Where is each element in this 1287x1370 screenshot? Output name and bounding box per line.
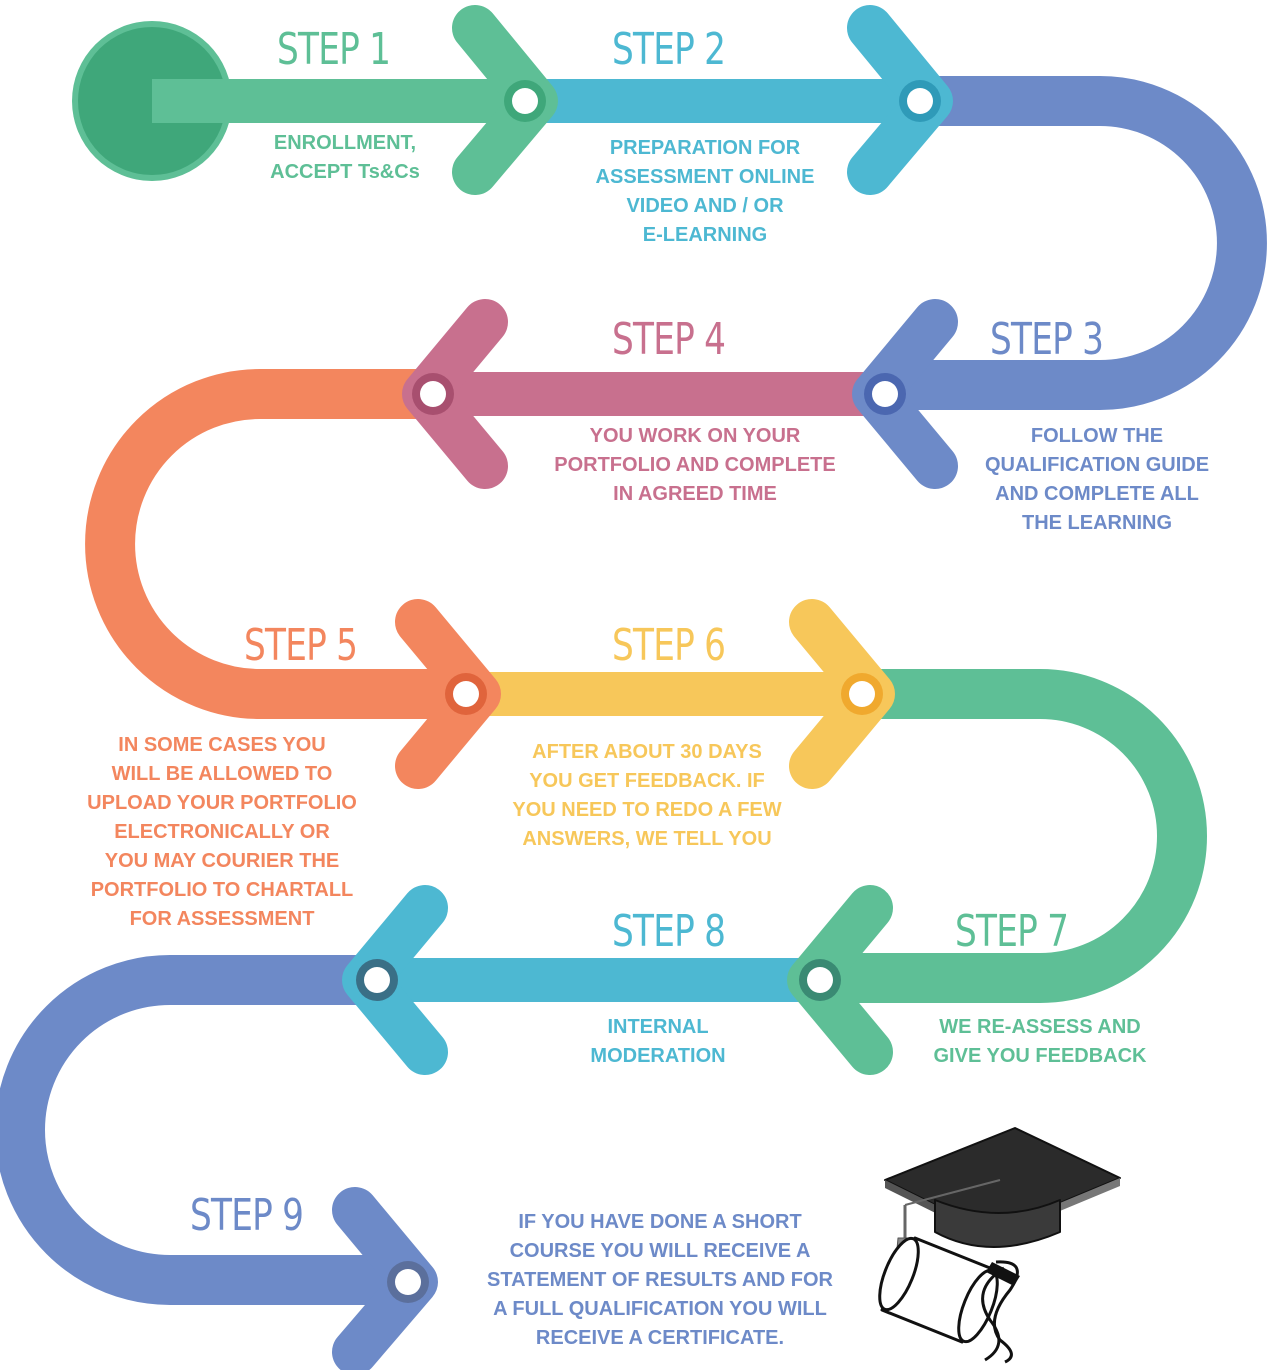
step-1-description: ENROLLMENT, ACCEPT Ts&Cs: [220, 129, 470, 187]
step-5-line: YOU MAY COURIER THE: [104, 850, 340, 872]
step-2-line: VIDEO AND / OR: [626, 195, 784, 217]
step-4-line: PORTFOLIO AND COMPLETE: [554, 454, 836, 476]
step-3-title: STEP 3: [990, 314, 1104, 365]
step-5-line: FOR ASSESSMENT: [129, 908, 315, 930]
step-2-description: PREPARATION FOR ASSESSMENT ONLINE VIDEO …: [565, 134, 845, 250]
step-7-line: GIVE YOU FEEDBACK: [933, 1045, 1147, 1067]
step-3-description: FOLLOW THE QUALIFICATION GUIDE AND COMPL…: [962, 422, 1232, 538]
step-7-line: WE RE-ASSESS AND: [939, 1016, 1141, 1038]
step-5-line: WILL BE ALLOWED TO: [111, 763, 333, 785]
step-4-description: YOU WORK ON YOUR PORTFOLIO AND COMPLETE …: [535, 422, 855, 509]
step-1-line: ACCEPT Ts&Cs: [270, 161, 420, 183]
step-1-line: ENROLLMENT,: [273, 132, 417, 154]
graduation-cap-diploma-icon: [878, 1127, 1121, 1364]
step-5-description: IN SOME CASES YOU WILL BE ALLOWED TO UPL…: [62, 731, 382, 934]
step-1-title: STEP 1: [277, 24, 391, 75]
node-step-8: [356, 959, 398, 1001]
step-3-line: AND COMPLETE ALL: [995, 483, 1199, 505]
step-4-line: IN AGREED TIME: [613, 483, 777, 505]
step-2-title: STEP 2: [612, 24, 726, 75]
step-7-description: WE RE-ASSESS AND GIVE YOU FEEDBACK: [905, 1013, 1175, 1071]
step-2-line: PREPARATION FOR: [609, 137, 801, 159]
step-9-title: STEP 9: [190, 1190, 304, 1241]
step-2-line: E-LEARNING: [642, 224, 768, 246]
step-8-description: INTERNAL MODERATION: [558, 1013, 758, 1071]
path-curve-left-1: [85, 369, 466, 719]
step-7-title: STEP 7: [955, 906, 1069, 957]
step-6-line: YOU GET FEEDBACK. IF: [529, 770, 765, 792]
step-9-line: COURSE YOU WILL RECEIVE A: [509, 1240, 811, 1262]
path-curve-right-2: [820, 669, 1207, 1003]
step-9-line: IF YOU HAVE DONE A SHORT: [518, 1211, 802, 1233]
node-step-9: [387, 1261, 429, 1303]
step-9-line: RECEIVE A CERTIFICATE.: [535, 1327, 785, 1349]
step-4-title: STEP 4: [612, 314, 726, 365]
step-3-line: FOLLOW THE: [1030, 425, 1164, 447]
node-step-1: [504, 80, 546, 122]
step-6-line: AFTER ABOUT 30 DAYS: [532, 741, 762, 763]
node-step-3: [864, 373, 906, 415]
step-5-line: IN SOME CASES YOU: [118, 734, 326, 756]
step-4-line: YOU WORK ON YOUR: [589, 425, 801, 447]
node-step-2: [899, 80, 941, 122]
step-3-line: THE LEARNING: [1022, 512, 1172, 534]
step-5-title: STEP 5: [244, 620, 358, 671]
step-6-title: STEP 6: [612, 620, 726, 671]
step-9-description: IF YOU HAVE DONE A SHORT COURSE YOU WILL…: [450, 1208, 870, 1353]
step-2-line: ASSESSMENT ONLINE: [595, 166, 815, 188]
path-curve-right-1: [885, 76, 1267, 410]
step-8-line: INTERNAL: [607, 1016, 709, 1038]
node-step-6: [841, 673, 883, 715]
step-5-line: ELECTRONICALLY OR: [114, 821, 330, 843]
step-5-line: PORTFOLIO TO CHARTALL: [90, 879, 354, 901]
step-9-line: STATEMENT OF RESULTS AND FOR: [487, 1269, 833, 1291]
step-8-title: STEP 8: [612, 906, 726, 957]
path-curve-left-2: [0, 955, 405, 1305]
step-3-line: QUALIFICATION GUIDE: [984, 454, 1210, 476]
step-6-line: YOU NEED TO REDO A FEW: [512, 799, 782, 821]
step-5-line: UPLOAD YOUR PORTFOLIO: [87, 792, 357, 814]
node-step-5: [445, 673, 487, 715]
step-9-line: A FULL QUALIFICATION YOU WILL: [493, 1298, 827, 1320]
step-6-line: ANSWERS, WE TELL YOU: [522, 828, 772, 850]
step-8-line: MODERATION: [590, 1045, 726, 1067]
step-6-description: AFTER ABOUT 30 DAYS YOU GET FEEDBACK. IF…: [492, 738, 802, 854]
node-step-4: [412, 373, 454, 415]
node-step-7: [799, 959, 841, 1001]
